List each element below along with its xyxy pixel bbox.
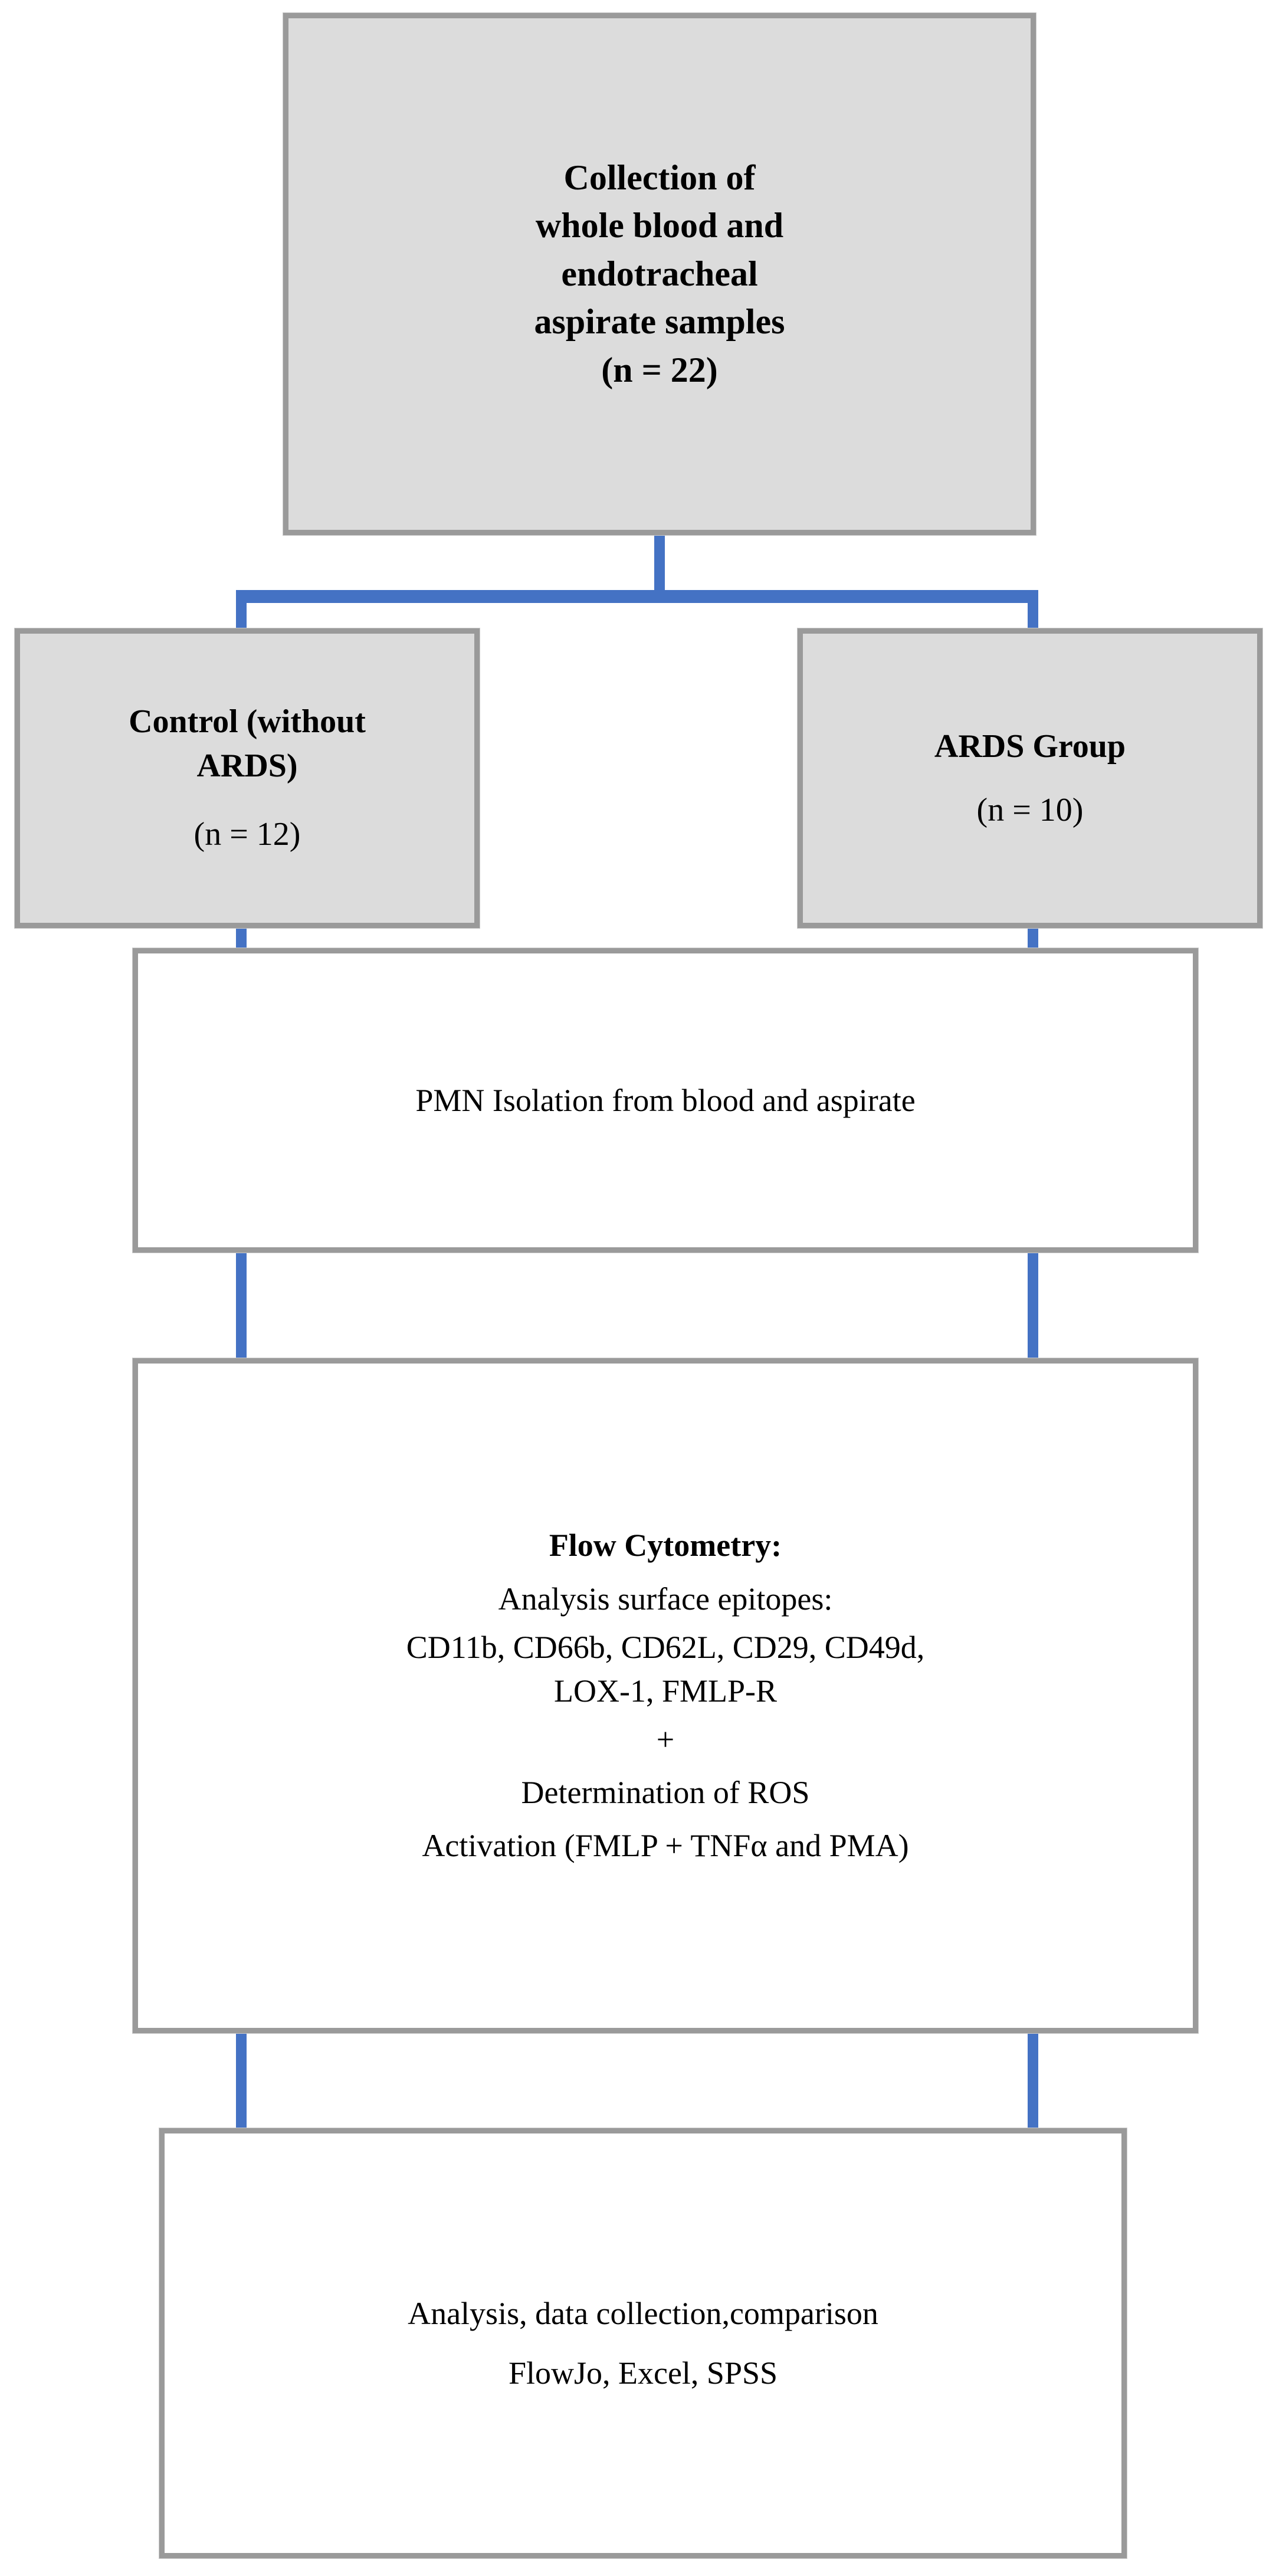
connector-collection-to-split [654, 531, 665, 593]
connector-ards-to-pmn [1028, 923, 1038, 956]
node-epitope-list-line-2: LOX-1, FMLP-R [553, 1673, 778, 1709]
node-line: aspirate samples [534, 302, 785, 342]
connector-pmn-to-flow-left [236, 1245, 247, 1366]
node-epitope-list-line-1: CD11b, CD66b, CD62L, CD29, CD49d, [406, 1629, 925, 1665]
node-line: endotracheal [561, 254, 758, 293]
connector-pmn-to-flow-right [1028, 1245, 1038, 1366]
node-line: ARDS Group [934, 727, 1126, 765]
node-ards-group: ARDS Group (n = 10) [798, 628, 1262, 928]
node-analysis-software: Analysis, data collection,comparison Flo… [159, 2128, 1127, 2558]
connector-control-to-pmn [236, 923, 247, 956]
node-activation-line: Activation (FMLP + TNFα and PMA) [422, 1828, 909, 1864]
node-sample-size: (n = 10) [976, 792, 1084, 828]
node-line: Analysis, data collection,comparison [408, 2295, 878, 2331]
connector-split-to-ards [1028, 590, 1038, 637]
node-sample-size: (n = 12) [193, 816, 301, 853]
node-line: ARDS) [196, 747, 298, 784]
node-pmn-isolation: PMN Isolation from blood and aspirate [133, 948, 1198, 1253]
connector-flow-to-analysis-left [236, 2025, 247, 2137]
node-control-group: Control (without ARDS) (n = 12) [15, 628, 480, 928]
connector-split-to-control [236, 590, 247, 637]
node-line: Control (without [129, 703, 366, 740]
node-line: Collection of [563, 158, 756, 197]
node-heading: Flow Cytometry: [549, 1528, 782, 1564]
node-sample-collection: Collection of whole blood and endotrache… [283, 13, 1036, 535]
node-sample-size: (n = 22) [601, 350, 718, 389]
node-line: Determination of ROS [521, 1775, 810, 1811]
connector-split-horizontal-bar [236, 590, 1038, 603]
node-line: PMN Isolation from blood and aspirate [415, 1082, 916, 1118]
connector-flow-to-analysis-right [1028, 2025, 1038, 2137]
node-line: Analysis surface epitopes: [498, 1581, 833, 1617]
node-plus-symbol: + [656, 1722, 675, 1758]
node-software-list: FlowJo, Excel, SPSS [508, 2355, 778, 2391]
node-line: whole blood and [535, 206, 784, 245]
node-flow-cytometry: Flow Cytometry: Analysis surface epitope… [133, 1358, 1198, 2033]
